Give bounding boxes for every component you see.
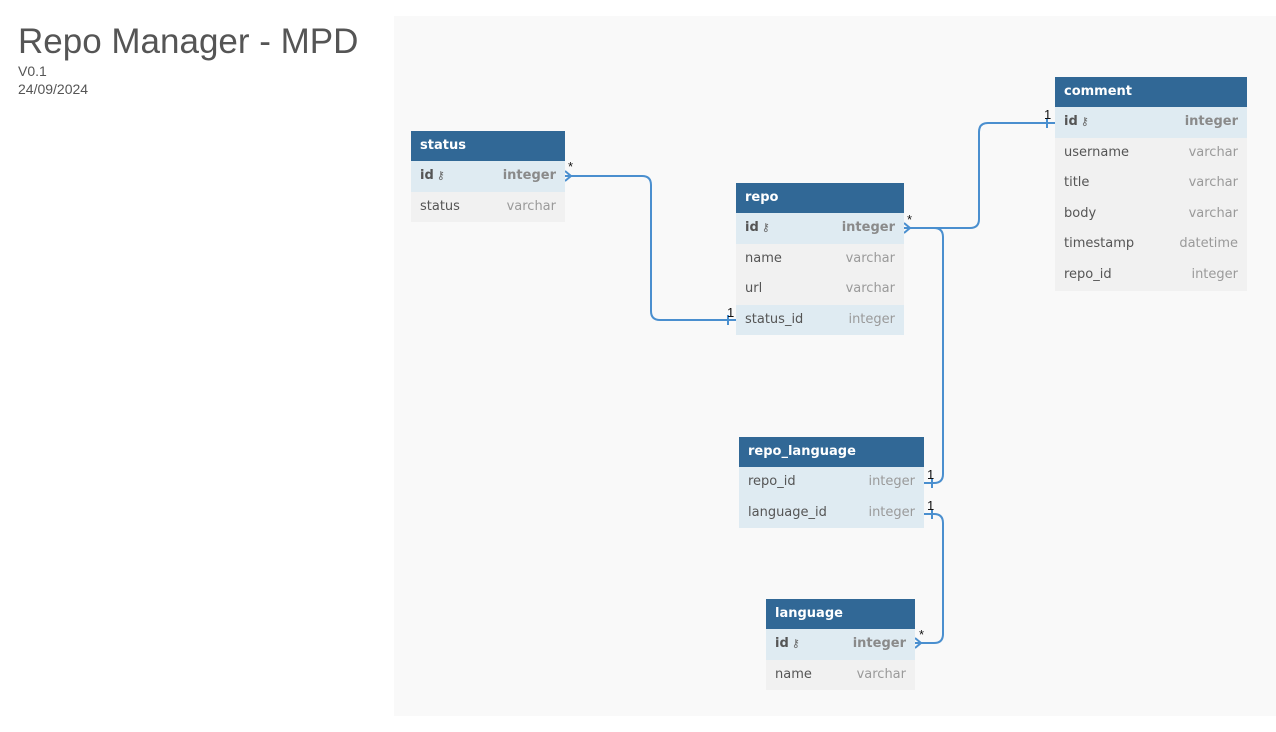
connector-language-repolanguage xyxy=(915,513,944,644)
many-arrow-status xyxy=(564,170,573,182)
cardinality-repo-many: * xyxy=(907,212,913,227)
connector-status-repo xyxy=(565,175,736,321)
field-name: name xyxy=(745,250,782,266)
field-name: url xyxy=(745,281,763,297)
table-row[interactable]: timestamp datetime xyxy=(1055,229,1247,260)
field-name: status xyxy=(420,198,460,214)
table-row[interactable]: language_id integer xyxy=(739,497,924,529)
relationship-connectors xyxy=(564,118,1055,649)
version-label: V0.1 xyxy=(18,63,47,79)
key-icon: ⚷ xyxy=(761,221,770,234)
field-name: repo_id xyxy=(748,474,796,489)
table-status[interactable]: status id⚷ integer status varchar xyxy=(411,131,565,223)
table-header[interactable]: status xyxy=(411,131,565,161)
field-type: integer xyxy=(1184,114,1238,129)
key-icon: ⚷ xyxy=(791,637,800,650)
field-type: varchar xyxy=(1188,205,1238,221)
field-type: varchar xyxy=(845,250,895,266)
table-row[interactable]: repo_id integer xyxy=(739,467,924,498)
field-name: id xyxy=(775,636,789,651)
table-row[interactable]: id⚷ integer xyxy=(736,213,904,244)
field-type: integer xyxy=(1191,266,1238,282)
cardinality-repo-status-one: 1 xyxy=(727,305,735,320)
table-row[interactable]: id⚷ integer xyxy=(766,629,915,660)
table-header[interactable]: repo_language xyxy=(739,437,924,467)
document-header: Repo Manager - MPD V0.1 24/09/2024 xyxy=(18,22,358,98)
table-repo[interactable]: repo id⚷ integer name varchar url varcha… xyxy=(736,183,904,336)
field-name: status_id xyxy=(745,311,804,327)
field-type: varchar xyxy=(1188,144,1238,160)
cardinality-language-many: * xyxy=(919,627,925,642)
diagram-canvas[interactable]: * 1 * 1 1 1 * status id⚷ integer status … xyxy=(394,16,1276,716)
field-name: repo_id xyxy=(1064,266,1112,282)
table-row[interactable]: status varchar xyxy=(411,191,565,223)
key-icon: ⚷ xyxy=(436,169,445,182)
cardinality-repolanguage-repo-one: 1 xyxy=(927,467,935,482)
connector-repo-comment xyxy=(904,122,1055,229)
table-header[interactable]: repo xyxy=(736,183,904,213)
table-row[interactable]: repo_id integer xyxy=(1055,259,1247,291)
field-type: varchar xyxy=(845,281,895,297)
field-type: varchar xyxy=(506,198,556,214)
field-type: integer xyxy=(841,220,895,235)
field-type: datetime xyxy=(1179,236,1238,252)
cardinality-status-many: * xyxy=(568,159,574,174)
field-type: varchar xyxy=(856,666,906,682)
field-name: body xyxy=(1064,205,1097,221)
table-header[interactable]: language xyxy=(766,599,915,629)
field-name: id xyxy=(1064,114,1078,129)
table-row[interactable]: name varchar xyxy=(736,243,904,275)
table-row[interactable]: title varchar xyxy=(1055,168,1247,199)
date-label: 24/09/2024 xyxy=(18,81,89,97)
field-type: integer xyxy=(502,168,556,183)
cardinality-comment-one: 1 xyxy=(1044,107,1052,122)
connector-repo-repolanguage xyxy=(904,227,944,484)
field-name: timestamp xyxy=(1064,236,1135,252)
table-row[interactable]: username varchar xyxy=(1055,137,1247,169)
field-name: username xyxy=(1064,144,1129,160)
field-type: varchar xyxy=(1188,175,1238,191)
field-name: id xyxy=(420,168,434,183)
table-repo-language[interactable]: repo_language repo_id integer language_i… xyxy=(739,437,924,529)
field-type: integer xyxy=(868,504,915,520)
table-row[interactable]: id⚷ integer xyxy=(411,161,565,192)
table-row[interactable]: body varchar xyxy=(1055,198,1247,230)
table-row[interactable]: name varchar xyxy=(766,659,915,691)
table-comment[interactable]: comment id⚷ integer username varchar tit… xyxy=(1055,77,1247,291)
field-name: title xyxy=(1064,175,1090,191)
field-type: integer xyxy=(848,311,895,327)
field-name: language_id xyxy=(748,504,827,520)
table-language[interactable]: language id⚷ integer name varchar xyxy=(766,599,915,691)
field-type: integer xyxy=(868,474,915,489)
many-arrow-language xyxy=(914,637,923,649)
key-icon: ⚷ xyxy=(1080,115,1089,128)
table-row[interactable]: status_id integer xyxy=(736,304,904,336)
field-name: name xyxy=(775,666,812,682)
cardinality-repolanguage-language-one: 1 xyxy=(927,498,935,513)
field-name: id xyxy=(745,220,759,235)
table-header[interactable]: comment xyxy=(1055,77,1247,107)
page-title: Repo Manager - MPD xyxy=(18,22,359,61)
table-row[interactable]: id⚷ integer xyxy=(1055,107,1247,138)
field-type: integer xyxy=(852,636,906,651)
table-row[interactable]: url varchar xyxy=(736,274,904,305)
